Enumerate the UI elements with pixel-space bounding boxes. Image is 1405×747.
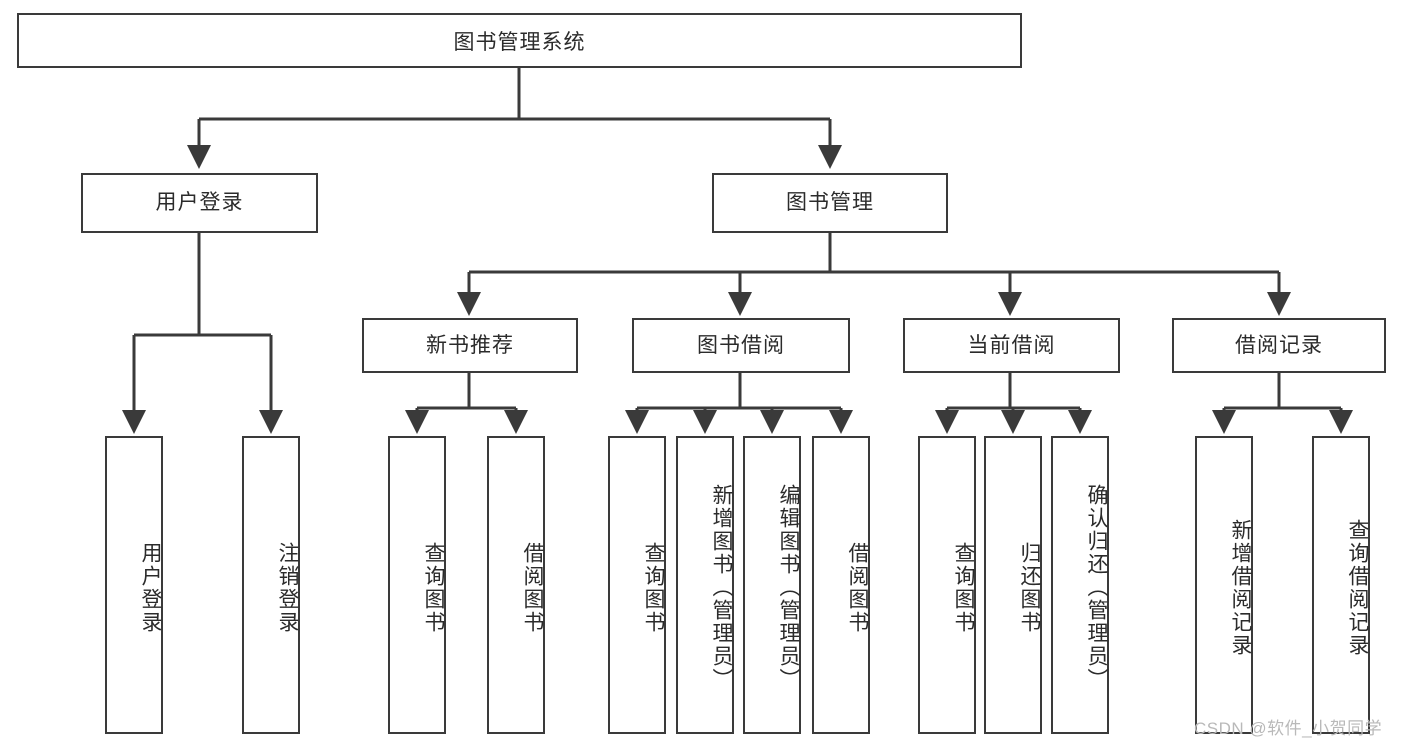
leaf-new-book-borrow-book[interactable]: 借阅图书 (487, 436, 545, 734)
leaf-book-borrow-query-book[interactable]: 查询图书 (608, 436, 666, 734)
node-label: 查询图书 (422, 542, 445, 634)
leaf-book-borrow-edit-book-admin[interactable]: 编辑图书（管理员） (743, 436, 801, 734)
node-borrow-record[interactable]: 借阅记录 (1172, 318, 1386, 373)
leaf-borrow-record-add-record[interactable]: 新增借阅记录 (1195, 436, 1253, 734)
node-label: 确认归还（管理员） (1085, 483, 1108, 691)
node-label: 查询图书 (952, 542, 975, 634)
node-current-borrow[interactable]: 当前借阅 (903, 318, 1120, 373)
node-label: 借阅图书 (846, 542, 869, 634)
node-label: 新书推荐 (426, 333, 514, 357)
leaf-book-borrow-add-book-admin[interactable]: 新增图书（管理员） (676, 436, 734, 734)
csdn-watermark: CSDN @软件_小贺同学 (1194, 719, 1383, 738)
node-label: 新增借阅记录 (1229, 519, 1252, 657)
leaf-current-borrow-query-book[interactable]: 查询图书 (918, 436, 976, 734)
node-user-login[interactable]: 用户登录 (81, 173, 318, 233)
leaf-new-book-query-book[interactable]: 查询图书 (388, 436, 446, 734)
node-label: 新增图书（管理员） (710, 483, 733, 691)
leaf-user-login-logout[interactable]: 注销登录 (242, 436, 300, 734)
leaf-user-login-login[interactable]: 用户登录 (105, 436, 163, 734)
leaf-borrow-record-query-record[interactable]: 查询借阅记录 (1312, 436, 1370, 734)
node-label: 注销登录 (276, 542, 299, 634)
node-label: 借阅图书 (521, 542, 544, 634)
node-new-book-recommend[interactable]: 新书推荐 (362, 318, 578, 373)
node-label: 当前借阅 (967, 333, 1056, 357)
node-label: 查询借阅记录 (1346, 519, 1369, 657)
leaf-current-borrow-return-book[interactable]: 归还图书 (984, 436, 1042, 734)
leaf-current-borrow-confirm-return-admin[interactable]: 确认归还（管理员） (1051, 436, 1109, 734)
node-label: 归还图书 (1018, 542, 1041, 634)
leaf-book-borrow-borrow-book[interactable]: 借阅图书 (812, 436, 870, 734)
node-label: 编辑图书（管理员） (777, 483, 800, 691)
node-label: 用户登录 (155, 191, 244, 215)
node-label: 图书管理 (786, 191, 874, 215)
node-label: 图书管理系统 (453, 30, 586, 54)
node-book-borrow[interactable]: 图书借阅 (632, 318, 850, 373)
node-root-book-management-system[interactable]: 图书管理系统 (17, 13, 1022, 68)
node-label: 用户登录 (139, 542, 162, 634)
node-label: 图书借阅 (697, 333, 785, 357)
node-book-management[interactable]: 图书管理 (712, 173, 948, 233)
node-label: 查询图书 (642, 542, 665, 634)
node-label: 借阅记录 (1235, 333, 1323, 357)
